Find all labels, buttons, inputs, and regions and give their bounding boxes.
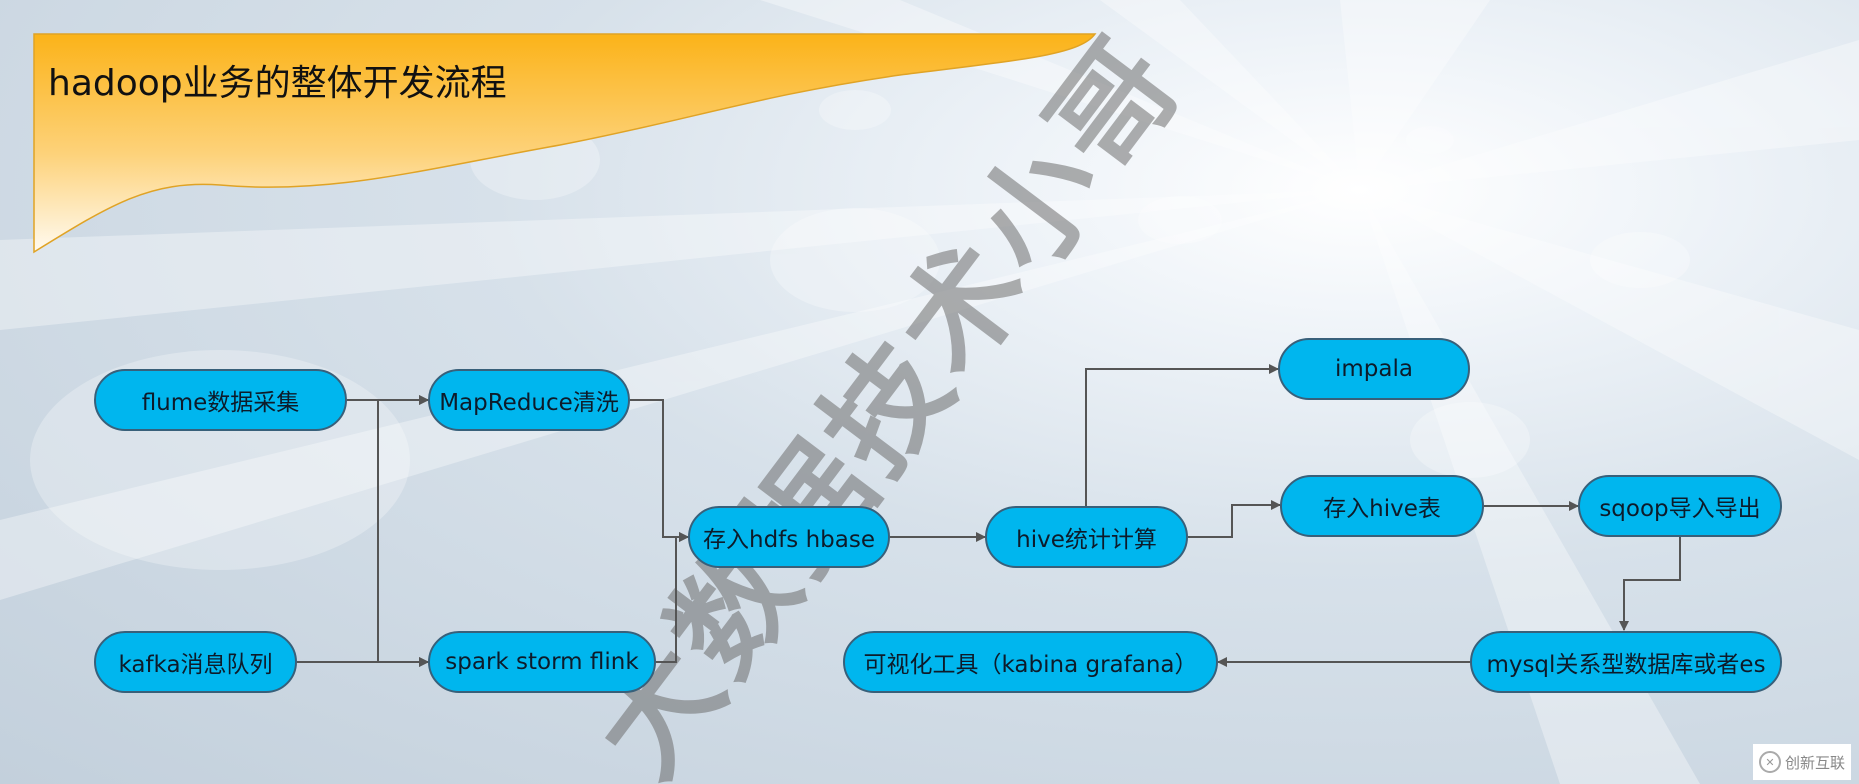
node-hdfs[interactable]: 存入hdfs hbase bbox=[688, 506, 890, 568]
edge-spark-hdfs bbox=[656, 532, 689, 663]
corner-logo: ✕ 创新互联 bbox=[1753, 744, 1851, 780]
node-impala[interactable]: impala bbox=[1278, 338, 1470, 400]
edge-kafka-mapreduce bbox=[297, 395, 429, 663]
logo-text: 创新互联 bbox=[1784, 753, 1845, 772]
node-hive-table[interactable]: 存入hive表 bbox=[1280, 475, 1484, 537]
edge-hivecalc-impala bbox=[1085, 364, 1279, 506]
node-sqoop[interactable]: sqoop导入导出 bbox=[1578, 475, 1782, 537]
edge-hivecalc-hivetable bbox=[1188, 500, 1281, 538]
edge-flume-spark bbox=[347, 399, 429, 667]
node-mapreduce[interactable]: MapReduce清洗 bbox=[428, 369, 630, 431]
edge-mapreduce-hdfs bbox=[630, 399, 689, 542]
edge-sqoop-mysql bbox=[1619, 537, 1681, 631]
node-mysql[interactable]: mysql关系型数据库或者es bbox=[1470, 631, 1782, 693]
node-flume[interactable]: flume数据采集 bbox=[94, 369, 347, 431]
node-spark[interactable]: spark storm flink bbox=[428, 631, 656, 693]
logo-icon: ✕ bbox=[1758, 751, 1781, 773]
node-hive-calc[interactable]: hive统计计算 bbox=[985, 506, 1188, 568]
node-kafka[interactable]: kafka消息队列 bbox=[94, 631, 297, 693]
node-visual[interactable]: 可视化工具（kabina grafana） bbox=[843, 631, 1218, 693]
page-title: hadoop业务的整体开发流程 bbox=[48, 63, 507, 104]
